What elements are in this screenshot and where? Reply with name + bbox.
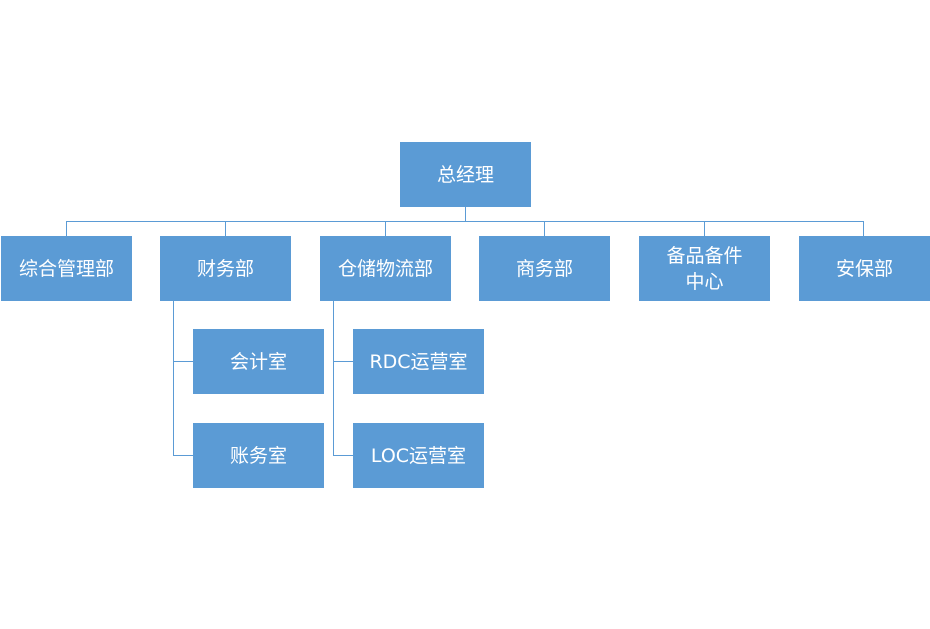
node-dept-finance-label: 财务部	[196, 257, 254, 280]
node-loc-office-label: LOC运营室	[370, 444, 467, 467]
node-general-manager: 总经理	[400, 142, 531, 207]
node-dept-security-label: 安保部	[835, 257, 893, 280]
node-dept-business: 商务部	[479, 236, 610, 301]
node-dept-finance: 财务部	[160, 236, 291, 301]
node-dept-spare-parts-line-2: 中心	[685, 270, 724, 293]
node-dept-business-label: 商务部	[515, 257, 573, 280]
node-accounting-office-label: 会计室	[229, 350, 287, 373]
node-dept-logistics: 仓储物流部	[320, 236, 451, 301]
node-dept-logistics-label: 仓储物流部	[337, 257, 433, 280]
node-dept-security: 安保部	[799, 236, 930, 301]
node-dept-admin: 综合管理部	[1, 236, 132, 301]
node-rdc-office: RDC运营室	[353, 329, 484, 394]
node-dept-admin-label: 综合管理部	[18, 257, 114, 280]
node-ledger-office: 账务室	[193, 423, 324, 488]
node-rdc-office-label: RDC运营室	[369, 350, 468, 373]
node-general-manager-label: 总经理	[436, 163, 494, 186]
node-dept-spare-parts: 备品备件 中心	[639, 236, 770, 301]
node-ledger-office-label: 账务室	[229, 444, 287, 467]
node-loc-office: LOC运营室	[353, 423, 484, 488]
node-accounting-office: 会计室	[193, 329, 324, 394]
node-dept-spare-parts-line-1: 备品备件	[666, 244, 743, 267]
